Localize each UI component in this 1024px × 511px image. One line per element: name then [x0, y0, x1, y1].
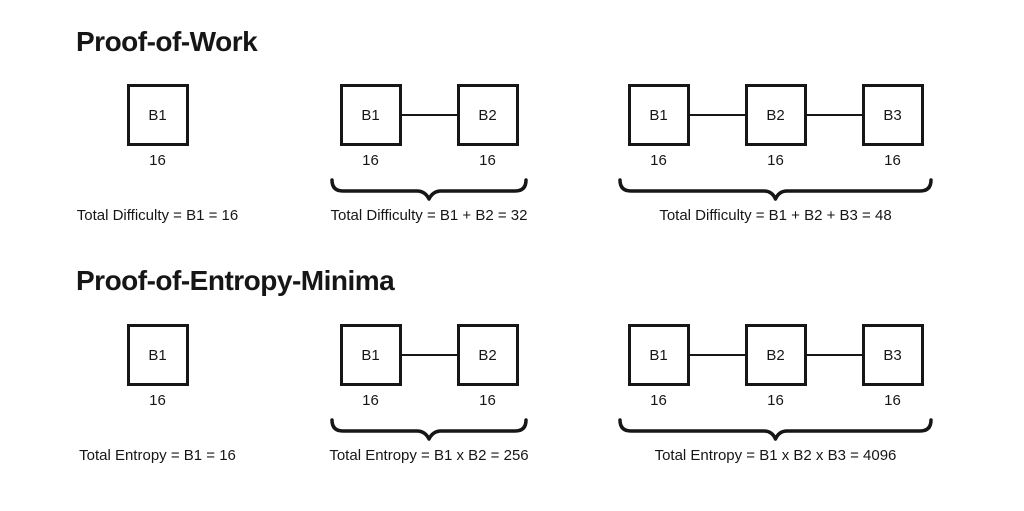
- block-label: B2: [766, 106, 785, 124]
- total-difficulty-formula: Total Difficulty = B1 = 16: [76, 207, 239, 224]
- block-b2: B2: [456, 84, 519, 146]
- chain-link-line: [806, 354, 862, 356]
- block-value: 16: [149, 152, 166, 169]
- block-value: 16: [362, 392, 379, 409]
- block-value: 16: [767, 392, 784, 409]
- poem-chain-2-blocks: B1 16 B2 16 Total Entropy = B1 x B2 = 25…: [320, 324, 538, 465]
- block-column: B1 16: [339, 84, 402, 169]
- chain-link-line: [689, 114, 745, 116]
- block-value: 16: [479, 392, 496, 409]
- block-column: B3 16: [861, 324, 924, 409]
- block-column: B3 16: [861, 84, 924, 169]
- block-row: B1 16: [126, 84, 189, 169]
- total-entropy-formula: Total Entropy = B1 x B2 x B3 = 4096: [654, 447, 897, 464]
- block-b3: B3: [861, 84, 924, 146]
- block-column: B1 16: [627, 84, 690, 169]
- block-label: B3: [883, 106, 902, 124]
- block-label: B2: [478, 106, 497, 124]
- block-label: B1: [361, 346, 380, 364]
- block-label: B3: [883, 346, 902, 364]
- block-b1: B1: [339, 324, 402, 386]
- poem-chain-3-blocks: B1 16 B2 16 B3 16 Total Entropy = B1: [618, 324, 933, 465]
- total-entropy-formula: Total Entropy = B1 x B2 = 256: [329, 447, 529, 464]
- total-difficulty-formula: Total Difficulty = B1 + B2 + B3 = 48: [659, 207, 892, 224]
- block-column: B1 16: [126, 324, 189, 409]
- underbrace: [618, 418, 933, 441]
- chain-link-line: [401, 354, 457, 356]
- block-b1: B1: [627, 84, 690, 146]
- block-b1: B1: [627, 324, 690, 386]
- block-b1: B1: [126, 84, 189, 146]
- block-b3: B3: [861, 324, 924, 386]
- block-row: B1 16 B2 16: [339, 324, 519, 409]
- block-value: 16: [650, 152, 667, 169]
- block-column: B1 16: [339, 324, 402, 409]
- block-column: B2 16: [456, 324, 519, 409]
- block-label: B2: [478, 346, 497, 364]
- underbrace: [330, 178, 528, 201]
- block-b2: B2: [456, 324, 519, 386]
- block-value: 16: [149, 392, 166, 409]
- block-value: 16: [362, 152, 379, 169]
- block-value: 16: [884, 152, 901, 169]
- block-label: B1: [649, 346, 668, 364]
- block-label: B1: [361, 106, 380, 124]
- pow-chain-3-blocks: B1 16 B2 16 B3 16 Total Difficulty =: [618, 84, 933, 225]
- underbrace: [618, 178, 933, 201]
- block-column: B2 16: [744, 84, 807, 169]
- block-value: 16: [479, 152, 496, 169]
- pow-chain-2-blocks: B1 16 B2 16 Total Difficulty = B1 + B2 =…: [320, 84, 538, 225]
- block-column: B1 16: [126, 84, 189, 169]
- poem-chain-1-block: B1 16 Total Entropy = B1 = 16: [40, 324, 275, 465]
- total-difficulty-formula: Total Difficulty = B1 + B2 = 32: [330, 207, 528, 224]
- block-value: 16: [884, 392, 901, 409]
- chain-link-line: [806, 114, 862, 116]
- block-b2: B2: [744, 324, 807, 386]
- block-column: B1 16: [627, 324, 690, 409]
- block-row: B1 16: [126, 324, 189, 409]
- block-label: B1: [148, 346, 167, 364]
- block-b2: B2: [744, 84, 807, 146]
- section-title-proof-of-work: Proof-of-Work: [76, 26, 258, 57]
- block-value: 16: [650, 392, 667, 409]
- chain-link-line: [689, 354, 745, 356]
- block-label: B2: [766, 346, 785, 364]
- block-row: B1 16 B2 16 B3 16: [627, 84, 924, 169]
- block-label: B1: [148, 106, 167, 124]
- pow-chain-1-block: B1 16 Total Difficulty = B1 = 16: [40, 84, 275, 225]
- underbrace: [330, 418, 528, 441]
- total-entropy-formula: Total Entropy = B1 = 16: [79, 447, 236, 464]
- chain-link-line: [401, 114, 457, 116]
- block-row: B1 16 B2 16 B3 16: [627, 324, 924, 409]
- block-label: B1: [649, 106, 668, 124]
- block-b1: B1: [339, 84, 402, 146]
- block-column: B2 16: [456, 84, 519, 169]
- block-column: B2 16: [744, 324, 807, 409]
- block-value: 16: [767, 152, 784, 169]
- section-title-proof-of-entropy-minima: Proof-of-Entropy-Minima: [76, 265, 395, 296]
- block-row: B1 16 B2 16: [339, 84, 519, 169]
- block-b1: B1: [126, 324, 189, 386]
